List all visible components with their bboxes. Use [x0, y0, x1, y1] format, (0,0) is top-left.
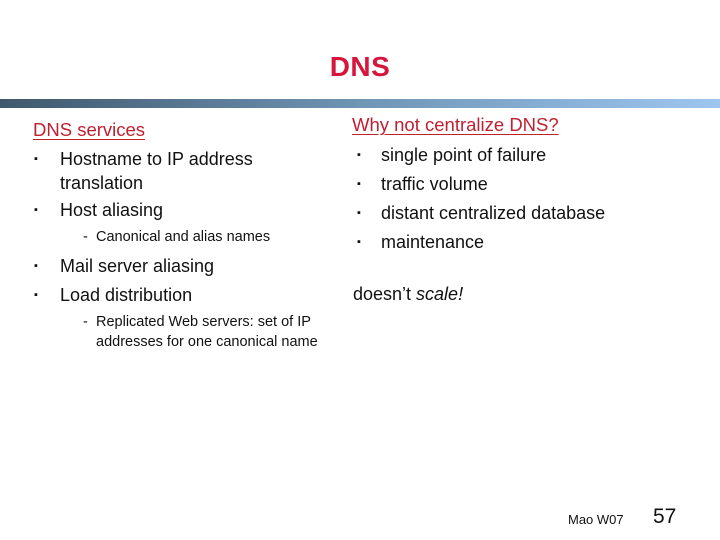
left-column-heading: DNS services: [33, 119, 146, 140]
list-item-text: distant centralized database: [381, 203, 606, 223]
scale-note: doesn’t scale!: [353, 284, 463, 305]
list-item-text: Mail server aliasing: [60, 256, 215, 276]
list-item-text: Host aliasing: [60, 200, 164, 220]
square-bullet-icon: ▪: [357, 149, 361, 161]
list-item: ▪ Hostname to IP address translation: [32, 147, 320, 195]
sub-list-item: - Canonical and alias names: [83, 227, 333, 247]
gradient-divider-bar: [0, 99, 720, 108]
square-bullet-icon: ▪: [357, 207, 361, 219]
list-item-text: maintenance: [381, 232, 485, 252]
list-item: ▪ Load distribution: [32, 283, 320, 307]
list-item: ▪ distant centralized database: [354, 201, 684, 225]
footer-author: Mao W07: [568, 512, 624, 527]
slide-title: DNS: [329, 51, 391, 82]
list-item-text: Load distribution: [60, 285, 193, 305]
sub-list-item: - Replicated Web servers: set of IP addr…: [83, 312, 327, 352]
dash-bullet-icon: -: [83, 314, 88, 330]
square-bullet-icon: ▪: [357, 236, 361, 248]
list-item-text: traffic volume: [381, 174, 488, 194]
list-item: ▪ Host aliasing: [32, 198, 320, 222]
list-item: ▪ single point of failure: [354, 143, 684, 167]
square-bullet-icon: ▪: [34, 289, 38, 301]
square-bullet-icon: ▪: [34, 260, 38, 272]
list-item-text: single point of failure: [381, 145, 547, 165]
list-item: ▪ traffic volume: [354, 172, 684, 196]
sub-list-item-text: Canonical and alias names: [96, 229, 271, 245]
square-bullet-icon: ▪: [34, 204, 38, 216]
scale-note-italic: scale!: [416, 284, 464, 304]
dash-bullet-icon: -: [83, 229, 88, 245]
list-item: ▪ Mail server aliasing: [32, 254, 320, 278]
footer-page-number: 57: [653, 505, 677, 528]
list-item: ▪ maintenance: [354, 230, 684, 254]
scale-note-regular: doesn’t: [353, 284, 417, 304]
sub-list-item-text: Replicated Web servers: set of IP addres…: [96, 314, 318, 350]
square-bullet-icon: ▪: [357, 178, 361, 190]
square-bullet-icon: ▪: [34, 153, 38, 165]
list-item-text: Hostname to IP address translation: [60, 149, 253, 193]
right-column-heading: Why not centralize DNS?: [352, 114, 559, 135]
